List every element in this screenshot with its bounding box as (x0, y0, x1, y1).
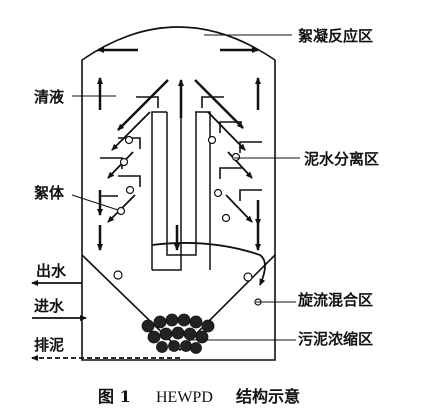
label-flocculation-zone: 絮凝反应区 (298, 27, 373, 45)
swirl-flow-arrow (151, 242, 266, 286)
label-floc: 絮体 (34, 184, 65, 202)
plate-slant-arrows-right (207, 111, 253, 223)
label-water-in: 进水 (34, 297, 65, 315)
inclined-plates-left (100, 96, 159, 197)
caption-suffix: 结构示意 (235, 387, 300, 406)
floc-particles (113, 135, 262, 306)
riser-arrows (97, 77, 261, 251)
leader-lines (71, 34, 300, 341)
plate-slant-arrows-left (107, 111, 151, 223)
label-water-out: 出水 (36, 262, 67, 280)
vessel-outline (81, 26, 276, 361)
label-sludge-thickening: 污泥浓缩区 (298, 330, 373, 348)
central-riser (151, 90, 211, 271)
sludge-pile (141, 313, 215, 354)
figure-caption: 图 1 HEWPD 结构示意 (98, 387, 300, 406)
label-mud-water-separation: 泥水分离区 (304, 150, 379, 168)
label-sludge-discharge: 排泥 (34, 336, 64, 354)
diagonal-arrows-top (117, 79, 244, 131)
label-clear-liquid: 清液 (34, 88, 65, 106)
caption-name: HEWPD (156, 389, 213, 406)
inclined-plates-right (201, 96, 262, 201)
caption-figure-no: 图 1 (98, 387, 131, 406)
label-swirl-mixing: 旋流混合区 (297, 291, 373, 309)
